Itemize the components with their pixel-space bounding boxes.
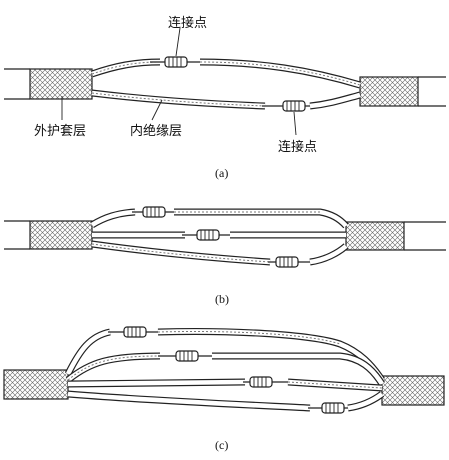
- leader-joint-top: [175, 27, 181, 57]
- caption-b: (b): [215, 292, 229, 306]
- outer-sheath-left-b: [29, 220, 93, 250]
- outer-sheath-right-b: [345, 221, 405, 251]
- joint-c-3: [249, 376, 273, 388]
- outer-sheath-right-a: [359, 76, 419, 107]
- joint-c-1: [123, 326, 147, 338]
- figure-a: [4, 27, 446, 136]
- label-joint-top: 连接点: [168, 16, 208, 31]
- label-inner-insulation: 内绝缘层: [130, 124, 183, 139]
- figure-c: [3, 326, 445, 414]
- joint-b-2: [196, 229, 220, 241]
- joint-top-a: [164, 56, 188, 68]
- leader-joint-bottom: [293, 111, 297, 136]
- joint-b-3: [275, 256, 299, 268]
- outer-sheath-left-a: [29, 68, 93, 100]
- joint-c-4: [321, 402, 345, 414]
- joint-c-2: [175, 350, 199, 362]
- outer-sheath-right-c: [381, 375, 445, 406]
- figure-b: [4, 206, 446, 268]
- caption-c: (c): [215, 438, 229, 452]
- caption-a: (a): [215, 166, 229, 180]
- joint-b-1: [142, 206, 166, 218]
- label-joint-bottom: 连接点: [278, 140, 318, 155]
- joint-bottom-a: [282, 100, 306, 112]
- outer-sheath-left-c: [3, 369, 69, 400]
- label-outer-sheath: 外护套层: [34, 124, 87, 139]
- leader-inner-insulation: [151, 99, 163, 121]
